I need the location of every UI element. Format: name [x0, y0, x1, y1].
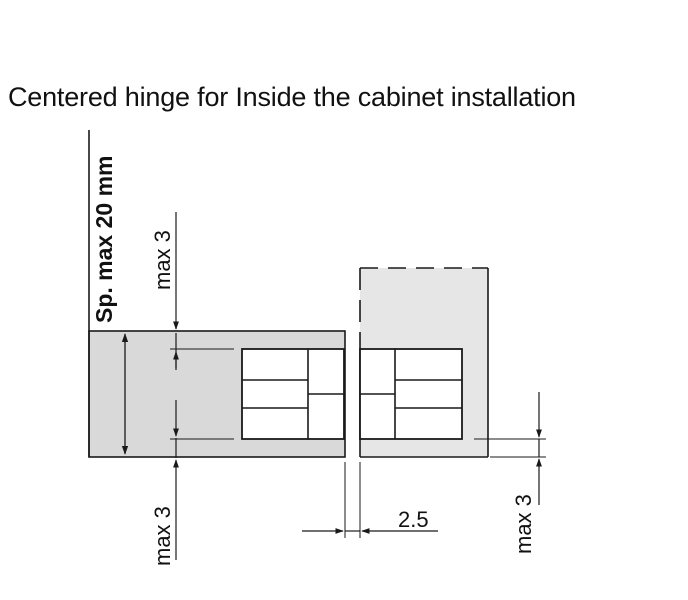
max-bottom-dimension — [170, 400, 234, 560]
right-hinge-cup — [359, 348, 463, 440]
max-right-label: max 3 — [511, 494, 536, 554]
left-hinge-cup — [241, 348, 345, 440]
max-top-dimension — [170, 212, 234, 370]
thickness-label: Sp. max 20 mm — [91, 156, 117, 323]
thickness-dimension — [88, 130, 129, 457]
gap-dimension — [302, 462, 438, 538]
max-bottom-label: max 3 — [150, 506, 175, 566]
diagram-title: Centered hinge for Inside the cabinet in… — [8, 82, 576, 112]
max-right-dimension — [474, 392, 546, 505]
max-top-label: max 3 — [150, 230, 175, 290]
gap-label: 2.5 — [398, 507, 429, 532]
